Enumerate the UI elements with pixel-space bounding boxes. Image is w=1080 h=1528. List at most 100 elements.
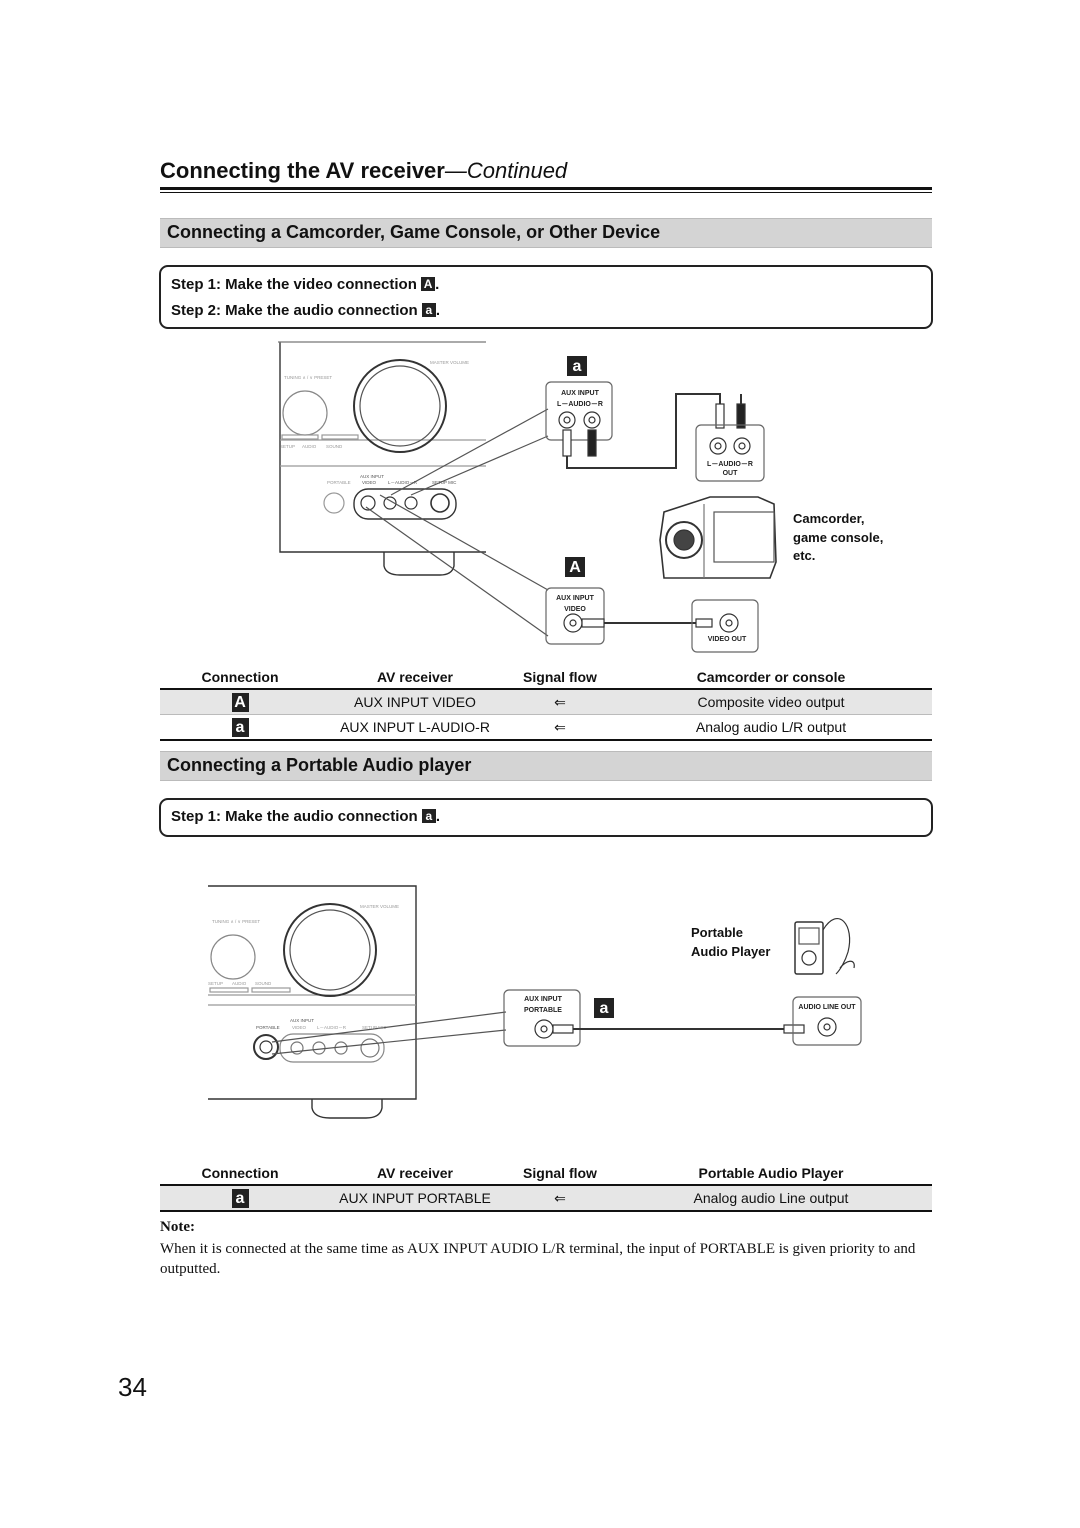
receiver-setup-label: SETUP [280,444,295,449]
diagram-badge-video: A [565,557,585,577]
receiver2-tuning-label: TUNING ∧ / ∨ PRESET [212,919,260,924]
device-video-out-box [691,599,759,653]
connection-badge: a [231,1188,249,1208]
aux-audio-jack-box [545,381,613,441]
note-text: When it is connected at the same time as… [160,1241,916,1277]
aux-input-video-label: AUX INPUT [556,595,594,602]
aux-input-label: AUX INPUT [561,390,599,397]
steps-box-portable: Step 1: Make the audio connection a. [159,798,933,837]
receiver2-video-label: VIDEO [292,1025,307,1030]
page-title-text: Connecting the AV receiver [160,158,445,183]
step-text: Step 1: Make the video connection [171,276,417,293]
section-heading-camcorder: Connecting a Camcorder, Game Console, or… [160,218,932,248]
col-signal-flow: Signal flow [510,666,610,690]
receiver2-audio-label: AUDIO [232,981,247,986]
device-cell: Analog audio L/R output [610,714,932,741]
step-2: Step 2: Make the audio connection a. [171,302,441,319]
svg-text:a: a [600,1000,609,1017]
aux-input-label-2: AUX INPUT [524,996,562,1003]
receiver2-sound-label: SOUND [255,981,272,986]
receiver-audio-lr-label: L－AUDIO－R [388,480,418,485]
step-1: Step 1: Make the video connection A. [171,276,440,293]
col-device: Portable Audio Player [610,1162,932,1186]
step-text: Step 1: Make the audio connection [171,808,418,825]
signal-flow-cell: ⇐ [510,689,610,715]
receiver-tuning-label: TUNING ∧ / ∨ PRESET [284,375,332,380]
device-audio-lr-label: L－AUDIO－R [707,461,753,468]
step-1: Step 1: Make the audio connection a. [171,808,441,825]
title-rule-thin [160,192,932,193]
device-cell: Analog audio Line output [610,1185,932,1212]
portable-label: PORTABLE [524,1007,562,1014]
receiver-audio-label: AUDIO [302,444,317,449]
page-title-continued: —Continued [444,158,568,183]
receiver-front-panel [278,341,486,576]
section-title: Connecting a Portable Audio player [167,755,472,775]
table-row: a AUX INPUT L-AUDIO-R ⇐ Analog audio L/R… [160,714,932,741]
title-rule [160,187,932,190]
col-device: Camcorder or console [610,666,932,690]
signal-flow-cell: ⇐ [510,1185,610,1212]
section-heading-portable: Connecting a Portable Audio player [160,751,932,781]
connection-badge: a [231,717,249,737]
receiver2-master-volume-label: MASTER VOLUME [360,904,399,909]
audio-line-out-box [792,996,862,1046]
svg-text:Audio Player: Audio Player [691,944,770,959]
connection-badge: a [421,809,436,823]
aux-video-jack-box [545,587,605,645]
step-text: Step 2: Make the audio connection [171,302,418,319]
camcorder-illustration [659,496,777,579]
receiver-cell: AUX INPUT VIDEO [320,689,510,715]
svg-text:Camcorder,: Camcorder, [793,511,865,526]
receiver2-aux-input-label: AUX INPUT [290,1018,314,1023]
col-av-receiver: AV receiver [320,666,510,690]
note-title: Note: [160,1219,195,1235]
portable-player-illustration [794,918,855,975]
receiver-portable-label: PORTABLE [327,480,351,485]
aux-portable-jack-box [503,989,581,1047]
receiver2-setup-mic-label: SETUP MIC [362,1025,387,1030]
connection-badge: a [421,303,436,317]
video-out-label: VIDEO OUT [708,636,747,643]
device-out-label: OUT [723,470,739,477]
portable-player-label: Portable Audio Player [691,925,770,959]
receiver-sound-label: SOUND [326,444,343,449]
connection-badge: A [421,277,436,291]
col-signal-flow: Signal flow [510,1162,610,1186]
diagram2-badge-audio: a [594,998,614,1018]
receiver2-audio-lr-label: L－AUDIO－R [317,1025,347,1030]
svg-text:A: A [569,559,581,576]
table-row: A AUX INPUT VIDEO ⇐ Composite video outp… [160,689,932,715]
svg-text:game console,: game console, [793,530,883,545]
receiver-video-label: VIDEO [362,480,377,485]
page-number: 34 [118,1372,147,1402]
col-av-receiver: AV receiver [320,1162,510,1186]
receiver-cell: AUX INPUT L-AUDIO-R [320,714,510,741]
receiver2-portable-label: PORTABLE [256,1025,280,1030]
receiver-master-volume-label: MASTER VOLUME [430,360,469,365]
audio-line-out-label: AUDIO LINE OUT [798,1004,856,1011]
device-cell: Composite video output [610,689,932,715]
connection-table-portable: Connection AV receiver Signal flow Porta… [160,1162,932,1212]
svg-text:etc.: etc. [793,548,815,563]
page-title: Connecting the AV receiver—Continued [160,158,567,184]
device-audio-out-box [695,424,765,482]
camcorder-label: Camcorder, game console, etc. [793,511,883,563]
col-connection: Connection [160,666,320,690]
receiver2-setup-label: SETUP [208,981,223,986]
svg-text:Portable: Portable [691,925,743,940]
svg-text:a: a [573,358,582,375]
connection-table-camcorder: Connection AV receiver Signal flow Camco… [160,666,932,741]
section-title: Connecting a Camcorder, Game Console, or… [167,222,661,242]
audio-lr-label: L－AUDIO－R [557,401,603,408]
steps-box-camcorder: Step 1: Make the video connection A. Ste… [159,265,933,329]
col-connection: Connection [160,1162,320,1186]
receiver-cell: AUX INPUT PORTABLE [320,1185,510,1212]
receiver-setup-mic-label: SETUP MIC [432,480,457,485]
video-label: VIDEO [564,606,586,613]
receiver-aux-input-label: AUX INPUT [360,474,384,479]
connection-badge: A [231,692,249,712]
signal-flow-cell: ⇐ [510,714,610,741]
diagram-badge-audio: a [567,356,587,376]
